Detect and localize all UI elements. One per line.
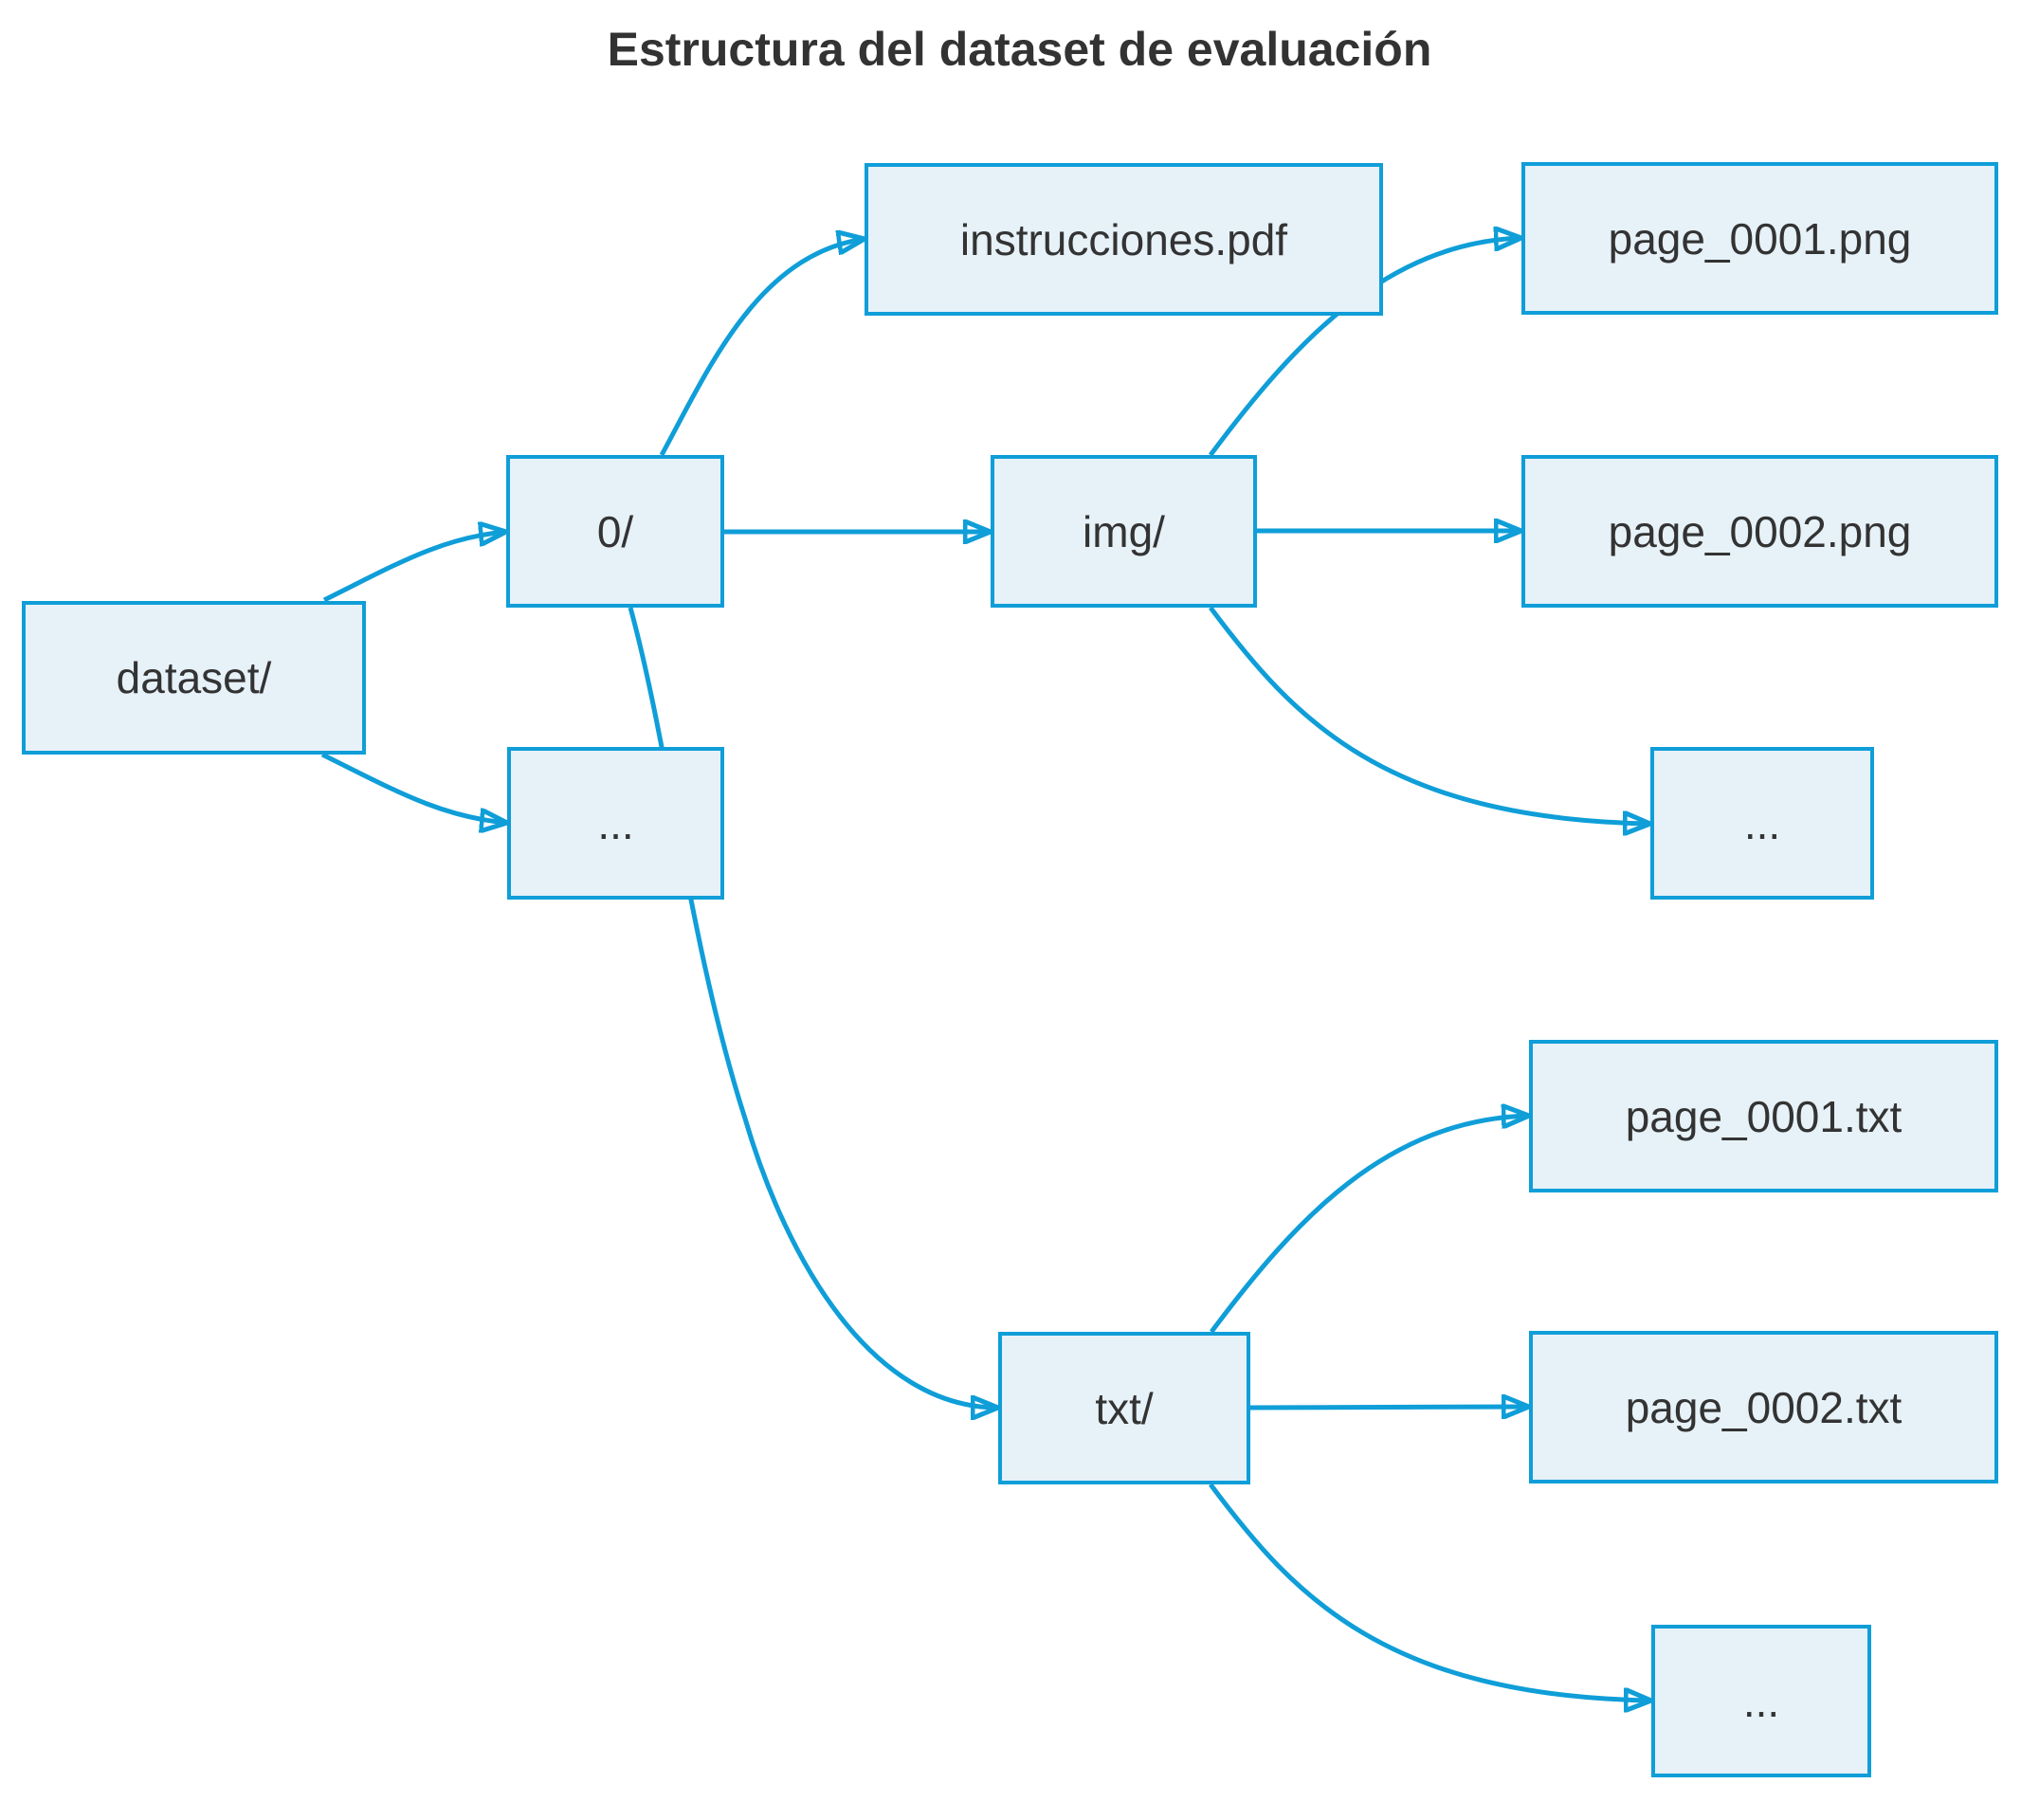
node-dataset: dataset/ — [22, 601, 366, 755]
edge-txt-to-page0002txt — [1248, 1407, 1529, 1408]
edge-0-to-instrucciones — [659, 239, 865, 457]
node-img: img/ — [991, 455, 1257, 608]
edge-0-to-txt — [628, 607, 998, 1408]
node-page-0002-png: page_0002.png — [1521, 455, 1998, 608]
node-page-0002-txt: page_0002.txt — [1529, 1331, 1998, 1483]
edge-dataset-to-ellipsis — [320, 752, 507, 823]
edge-img-to-ellipsis — [1208, 606, 1650, 824]
edge-txt-to-page0001txt — [1209, 1116, 1529, 1334]
node-ellipsis-txt: ... — [1651, 1625, 1871, 1777]
edge-dataset-to-0 — [322, 532, 506, 603]
diagram-title: Estructura del dataset de evaluación — [607, 23, 1432, 76]
node-instrucciones-pdf: instrucciones.pdf — [865, 163, 1383, 316]
node-txt: txt/ — [998, 1332, 1250, 1484]
node-page-0001-png: page_0001.png — [1521, 162, 1998, 315]
node-0: 0/ — [506, 455, 724, 608]
edge-txt-to-ellipsis — [1208, 1483, 1651, 1701]
node-ellipsis-img: ... — [1650, 747, 1874, 900]
node-ellipsis-root: ... — [507, 747, 724, 900]
node-page-0001-txt: page_0001.txt — [1529, 1040, 1998, 1192]
